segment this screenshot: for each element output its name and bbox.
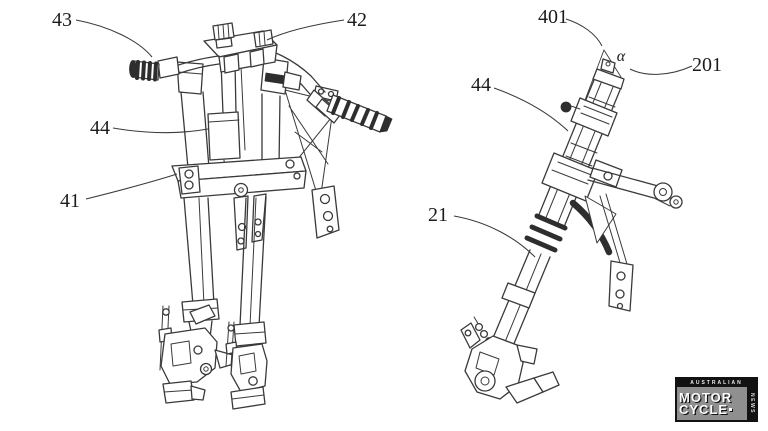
figure-side-view: [460, 49, 683, 404]
frame-truss: [284, 85, 340, 239]
leader-401: [565, 18, 603, 47]
fork-tube-right-top: [260, 57, 302, 95]
handlebar-left: [129, 55, 220, 82]
leader-42: [266, 19, 345, 41]
ref-label-201: 201: [692, 54, 722, 76]
adjuster-collar: [524, 213, 568, 253]
top-triple-clamp: [203, 22, 278, 74]
logo-dot: [729, 408, 733, 411]
logo-text-motor: MOTOR: [679, 389, 733, 405]
reference-labels: 43 42 44 41 401 α 201 44 21: [52, 6, 722, 226]
fork-stanchions: [176, 61, 281, 169]
fork-slider: [492, 249, 551, 347]
amcn-watermark-logo: AUSTRALIAN MOTOR CYCLE NEWS: [675, 377, 758, 422]
axle-bracket-right: [225, 321, 268, 410]
leader-44-right: [493, 87, 569, 132]
upper-bracket: [560, 97, 618, 137]
leader-lines: [75, 18, 693, 258]
ref-label-44-left: 44: [90, 117, 110, 139]
leader-41: [85, 173, 178, 200]
lower-triple-clamp: [171, 156, 307, 251]
leader-21: [453, 215, 536, 258]
leader-43: [75, 19, 153, 58]
leader-201: [629, 65, 693, 75]
ref-label-44-right: 44: [471, 74, 491, 96]
logo-text-australian: AUSTRALIAN: [677, 379, 756, 387]
ref-label-21: 21: [428, 204, 448, 226]
ref-label-401: 401: [538, 6, 568, 28]
handlebar-right: [246, 44, 393, 133]
logo-text-news: NEWS: [747, 387, 756, 420]
logo-body: MOTOR CYCLE NEWS: [677, 387, 756, 420]
fork-leg-right: [233, 196, 267, 373]
ref-label-43: 43: [52, 9, 72, 31]
logo-words: MOTOR CYCLE: [677, 387, 747, 420]
ref-label-41: 41: [60, 190, 80, 212]
ref-label-42: 42: [347, 9, 367, 31]
figure-front-view: [129, 22, 393, 410]
mid-clamp-linkage: [541, 152, 683, 256]
leader-44-left: [112, 127, 209, 134]
ref-label-alpha: α: [617, 48, 626, 65]
logo-text-cycle: CYCLE: [679, 401, 729, 417]
support-strut: [599, 193, 634, 312]
central-damper: [207, 61, 246, 193]
caliper-bracket: [460, 316, 560, 404]
